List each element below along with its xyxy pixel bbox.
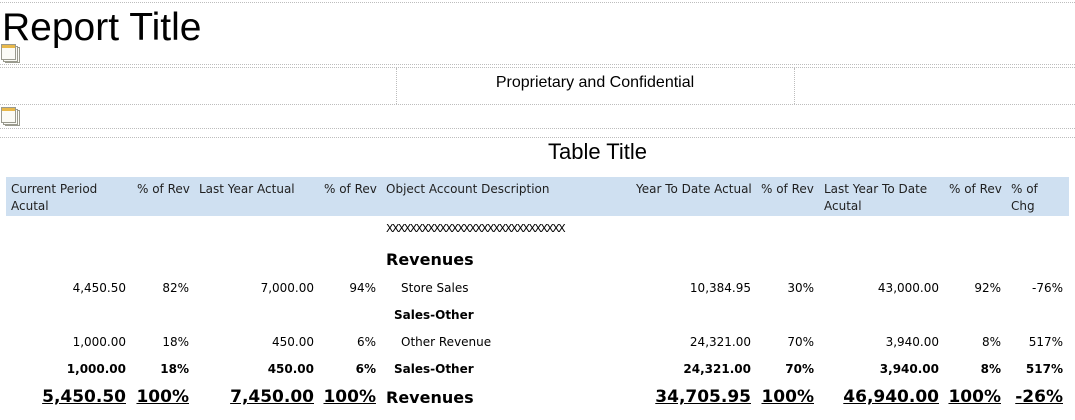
current-period-value: 1,000.00: [72, 335, 126, 349]
column-header-last-year: Last Year Actual: [199, 182, 295, 196]
column-header-pct-rev: % of Rev: [949, 182, 1002, 196]
last-ytd-value: 46,940.00: [843, 387, 939, 407]
pct-rev-value: 18%: [162, 335, 189, 349]
report-section-icon[interactable]: [1, 44, 20, 63]
pct-rev-value: 70%: [785, 362, 814, 376]
column-header-pct-rev: % of Rev: [137, 182, 190, 196]
column-header-pct-rev: % of Rev: [761, 182, 814, 196]
column-header-current-period: Current Period Acutal: [11, 182, 98, 213]
pct-rev-value: 70%: [787, 335, 814, 349]
pct-rev-value: 100%: [323, 387, 376, 407]
ytd-actual-value: 34,705.95: [655, 387, 751, 407]
pct-rev-value: 100%: [761, 387, 814, 407]
account-description: Sales-Other: [394, 362, 474, 376]
column-header-ytd-actual: Year To Date Actual: [636, 182, 752, 196]
section-divider: [0, 67, 1075, 68]
pct-rev-value: 6%: [355, 362, 376, 376]
ytd-actual-value: 24,321.00: [683, 362, 751, 376]
last-year-value: 450.00: [267, 362, 314, 376]
last-ytd-value: 43,000.00: [877, 281, 939, 295]
pct-rev-value: 18%: [160, 362, 189, 376]
table-header: [6, 177, 1069, 216]
pct-rev-value: 8%: [980, 362, 1001, 376]
table-title: Table Title: [547, 139, 648, 164]
last-year-value: 7,000.00: [260, 281, 314, 295]
section-divider: [0, 128, 1075, 129]
section-divider: [0, 137, 1075, 138]
group-label: Sales-Other: [394, 308, 474, 322]
pct-rev-value: 100%: [948, 387, 1001, 407]
column-header-description: Object Account Description: [386, 182, 550, 196]
report-section-icon[interactable]: [1, 107, 20, 126]
last-ytd-value: 3,940.00: [879, 362, 939, 376]
placeholder-text: XXXXXXXXXXXXXXXXXXXXXXXXXXXXXX: [386, 222, 566, 235]
pct-rev-value: 94%: [349, 281, 376, 295]
account-description: Store Sales: [401, 281, 469, 295]
pct-rev-value: 100%: [136, 387, 189, 407]
confidentiality-notice: Proprietary and Confidential: [495, 74, 695, 91]
ytd-actual-value: 10,384.95: [689, 281, 751, 295]
current-period-value: 1,000.00: [66, 362, 126, 376]
column-header-pct-chg: % of Chg: [1011, 182, 1038, 213]
pct-rev-value: 30%: [787, 281, 814, 295]
section-label: Revenues: [386, 250, 474, 269]
column-header-pct-rev: % of Rev: [324, 182, 377, 196]
last-year-value: 450.00: [272, 335, 314, 349]
current-period-value: 4,450.50: [72, 281, 126, 295]
current-period-value: 5,450.50: [42, 387, 126, 407]
pct-chg-value: -76%: [1031, 281, 1063, 295]
pct-rev-value: 6%: [356, 335, 376, 349]
section-divider: [0, 2, 1075, 3]
ytd-actual-value: 24,321.00: [689, 335, 751, 349]
pct-rev-value: 92%: [974, 281, 1001, 295]
column-header-last-ytd: Last Year To Date Acutal: [824, 182, 928, 213]
section-divider: [0, 104, 1075, 105]
pct-rev-value: 82%: [162, 281, 189, 295]
column-divider: [794, 68, 795, 104]
last-ytd-value: 3,940.00: [885, 335, 939, 349]
section-divider: [0, 64, 1075, 65]
account-description: Revenues: [386, 388, 474, 407]
pct-chg-value: 517%: [1025, 362, 1063, 376]
account-description: Other Revenue: [401, 335, 492, 349]
pct-rev-value: 8%: [981, 335, 1001, 349]
pct-chg-value: -26%: [1015, 387, 1063, 407]
column-divider: [396, 68, 397, 104]
pct-chg-value: 517%: [1028, 335, 1063, 349]
report-title: Report Title: [2, 6, 202, 49]
last-year-value: 7,450.00: [230, 387, 314, 407]
